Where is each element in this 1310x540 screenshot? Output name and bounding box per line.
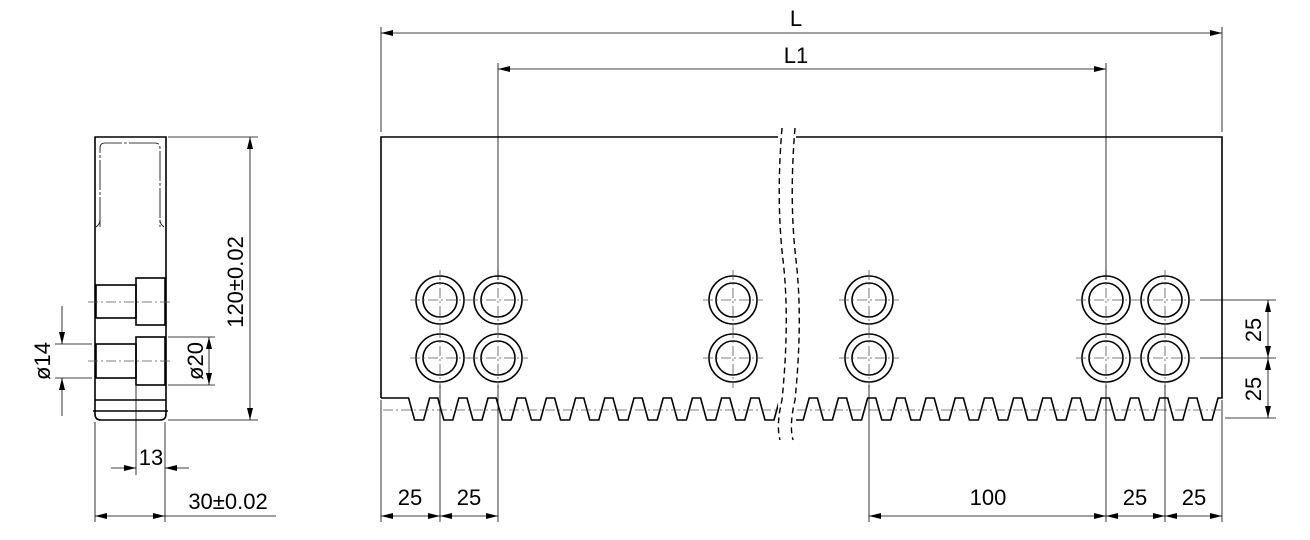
side-view: 120±0.02 ø14 ø20 13 30±0.02 bbox=[30, 136, 276, 522]
dim-hole-span-label: L1 bbox=[784, 43, 808, 68]
dim-bottom-4: 25 bbox=[1123, 485, 1147, 510]
hole-pattern bbox=[410, 270, 1195, 388]
hole-centerline bbox=[410, 328, 470, 388]
rack-outline bbox=[380, 136, 1223, 421]
front-view: L L1 25 25 100 25 25 25 25 bbox=[380, 6, 1276, 522]
hole-centerline bbox=[1135, 270, 1195, 330]
dim-height-label: 120±0.02 bbox=[223, 236, 248, 328]
hole-centerline bbox=[1076, 328, 1136, 388]
dim-total-length-label: L bbox=[790, 6, 802, 31]
counterbore-upper bbox=[135, 277, 166, 326]
dim-offset-label: 13 bbox=[139, 445, 163, 470]
hole-centerline bbox=[839, 270, 899, 330]
hole-centerline bbox=[839, 328, 899, 388]
break-line bbox=[777, 127, 787, 441]
dim-bore-large-label: ø20 bbox=[183, 342, 208, 380]
dim-right-2: 25 bbox=[1241, 377, 1266, 401]
dim-bottom-3: 100 bbox=[970, 485, 1007, 510]
dim-right-1: 25 bbox=[1241, 318, 1266, 342]
dim-width-label: 30±0.02 bbox=[188, 489, 267, 514]
hole-centerline bbox=[468, 328, 528, 388]
hole-centerline bbox=[410, 270, 470, 330]
break-line bbox=[790, 127, 800, 441]
hole-centerline bbox=[1135, 328, 1195, 388]
hole-centerline bbox=[703, 328, 763, 388]
bore-upper bbox=[95, 284, 137, 319]
dim-bore-small-label: ø14 bbox=[30, 342, 55, 380]
side-outline bbox=[94, 136, 167, 421]
relief-slot bbox=[99, 142, 161, 227]
dim-bottom-5: 25 bbox=[1182, 485, 1206, 510]
dim-bottom-1: 25 bbox=[398, 485, 422, 510]
dim-bottom-2: 25 bbox=[457, 485, 481, 510]
hole-centerline bbox=[703, 270, 763, 330]
